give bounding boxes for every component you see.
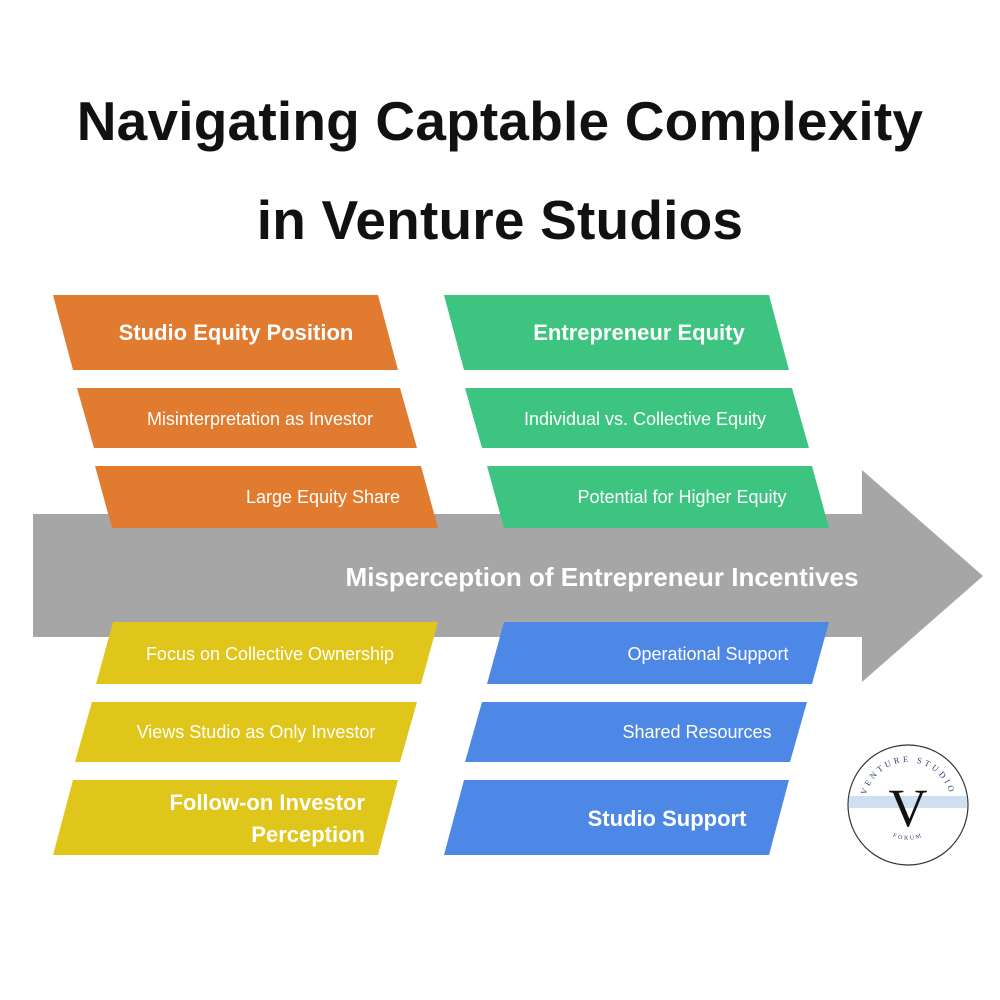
spine-label: Misperception of Entrepreneur Incentives xyxy=(346,562,859,592)
studio-equity-item-1: Misinterpretation as Investor xyxy=(147,409,373,429)
entrepreneur-equity-heading-box xyxy=(444,295,789,370)
entrepreneur-equity-item-2-box xyxy=(487,466,829,528)
entrepreneur-equity-item-2: Potential for Higher Equity xyxy=(577,487,786,507)
entrepreneur-equity-item-1-box xyxy=(465,388,809,448)
studio-support-heading: Studio Support xyxy=(588,806,748,831)
page-title: Navigating Captable Complexity in Ventur… xyxy=(0,72,1000,270)
entrepreneur-equity-item-1: Individual vs. Collective Equity xyxy=(524,409,766,429)
studio-equity-item-2-box xyxy=(95,466,438,528)
follow-on-item-2: Views Studio as Only Investor xyxy=(137,722,376,742)
logo-bottom-text: FORUM xyxy=(892,833,924,842)
follow-on-heading-box xyxy=(53,780,398,855)
studio-equity-item-2: Large Equity Share xyxy=(246,487,400,507)
studio-support-item-1-box xyxy=(487,622,829,684)
entrepreneur-equity-heading: Entrepreneur Equity xyxy=(533,320,745,345)
title-line-1: Navigating Captable Complexity xyxy=(76,90,924,152)
studio-equity-heading-box xyxy=(53,295,398,370)
follow-on-item-1: Focus on Collective Ownership xyxy=(146,644,394,664)
studio-support-item-2: Shared Resources xyxy=(622,722,771,742)
title-line-2: in Venture Studios xyxy=(256,189,744,251)
logo-letter: V xyxy=(889,778,928,838)
studio-equity-heading: Studio Equity Position xyxy=(119,320,354,345)
studio-support-item-1: Operational Support xyxy=(627,644,788,664)
studio-support-item-2-box xyxy=(465,702,807,762)
follow-on-item-1-box xyxy=(96,622,438,684)
follow-on-item-2-box xyxy=(75,702,417,762)
venture-studio-forum-logo: VENTURE STUDIO V FORUM xyxy=(847,744,969,866)
follow-on-heading-line-1: Follow-on Investor xyxy=(169,790,365,815)
studio-equity-item-1-box xyxy=(77,388,417,448)
studio-support-heading-box xyxy=(444,780,789,855)
follow-on-heading-line-2: Perception xyxy=(251,822,365,847)
